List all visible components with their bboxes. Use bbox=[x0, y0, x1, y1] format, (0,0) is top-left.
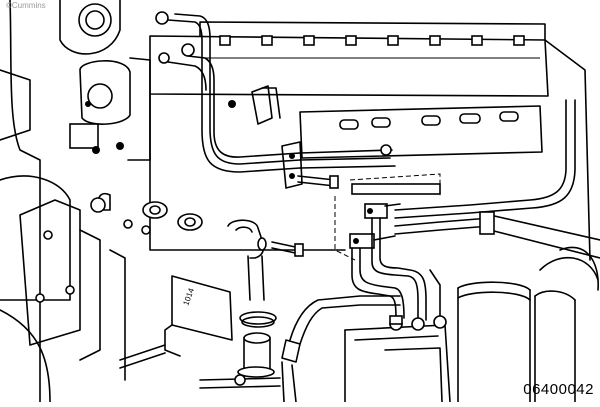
sleeve-and-clamps: 1014 bbox=[164, 275, 277, 378]
top-fittings bbox=[155, 11, 195, 64]
sleeve-marking: 1014 bbox=[181, 286, 196, 306]
head-bolts bbox=[219, 35, 525, 46]
flywheel-housing bbox=[0, 0, 121, 403]
gasket-plates bbox=[123, 201, 203, 235]
filter-head-block bbox=[344, 315, 451, 403]
side-cover-plate bbox=[299, 105, 543, 159]
bottom-tube bbox=[119, 344, 281, 389]
figure-number: 06400042 bbox=[523, 381, 594, 398]
fuel-filters bbox=[457, 246, 599, 403]
elbow-connector bbox=[227, 219, 267, 301]
fitting-block-outline bbox=[334, 173, 441, 261]
tube-clamps bbox=[228, 85, 303, 189]
filter-lines bbox=[351, 217, 441, 321]
filter-head bbox=[69, 57, 151, 161]
fuel-tubing bbox=[167, 13, 396, 173]
engine-block bbox=[149, 21, 591, 261]
supply-hose bbox=[281, 295, 401, 403]
right-fuel-lines bbox=[394, 99, 600, 259]
capscrews bbox=[271, 144, 392, 257]
engine-mount-bracket bbox=[19, 192, 126, 381]
tee-fittings bbox=[349, 203, 401, 249]
watermark: ©Cummins bbox=[6, 1, 46, 10]
